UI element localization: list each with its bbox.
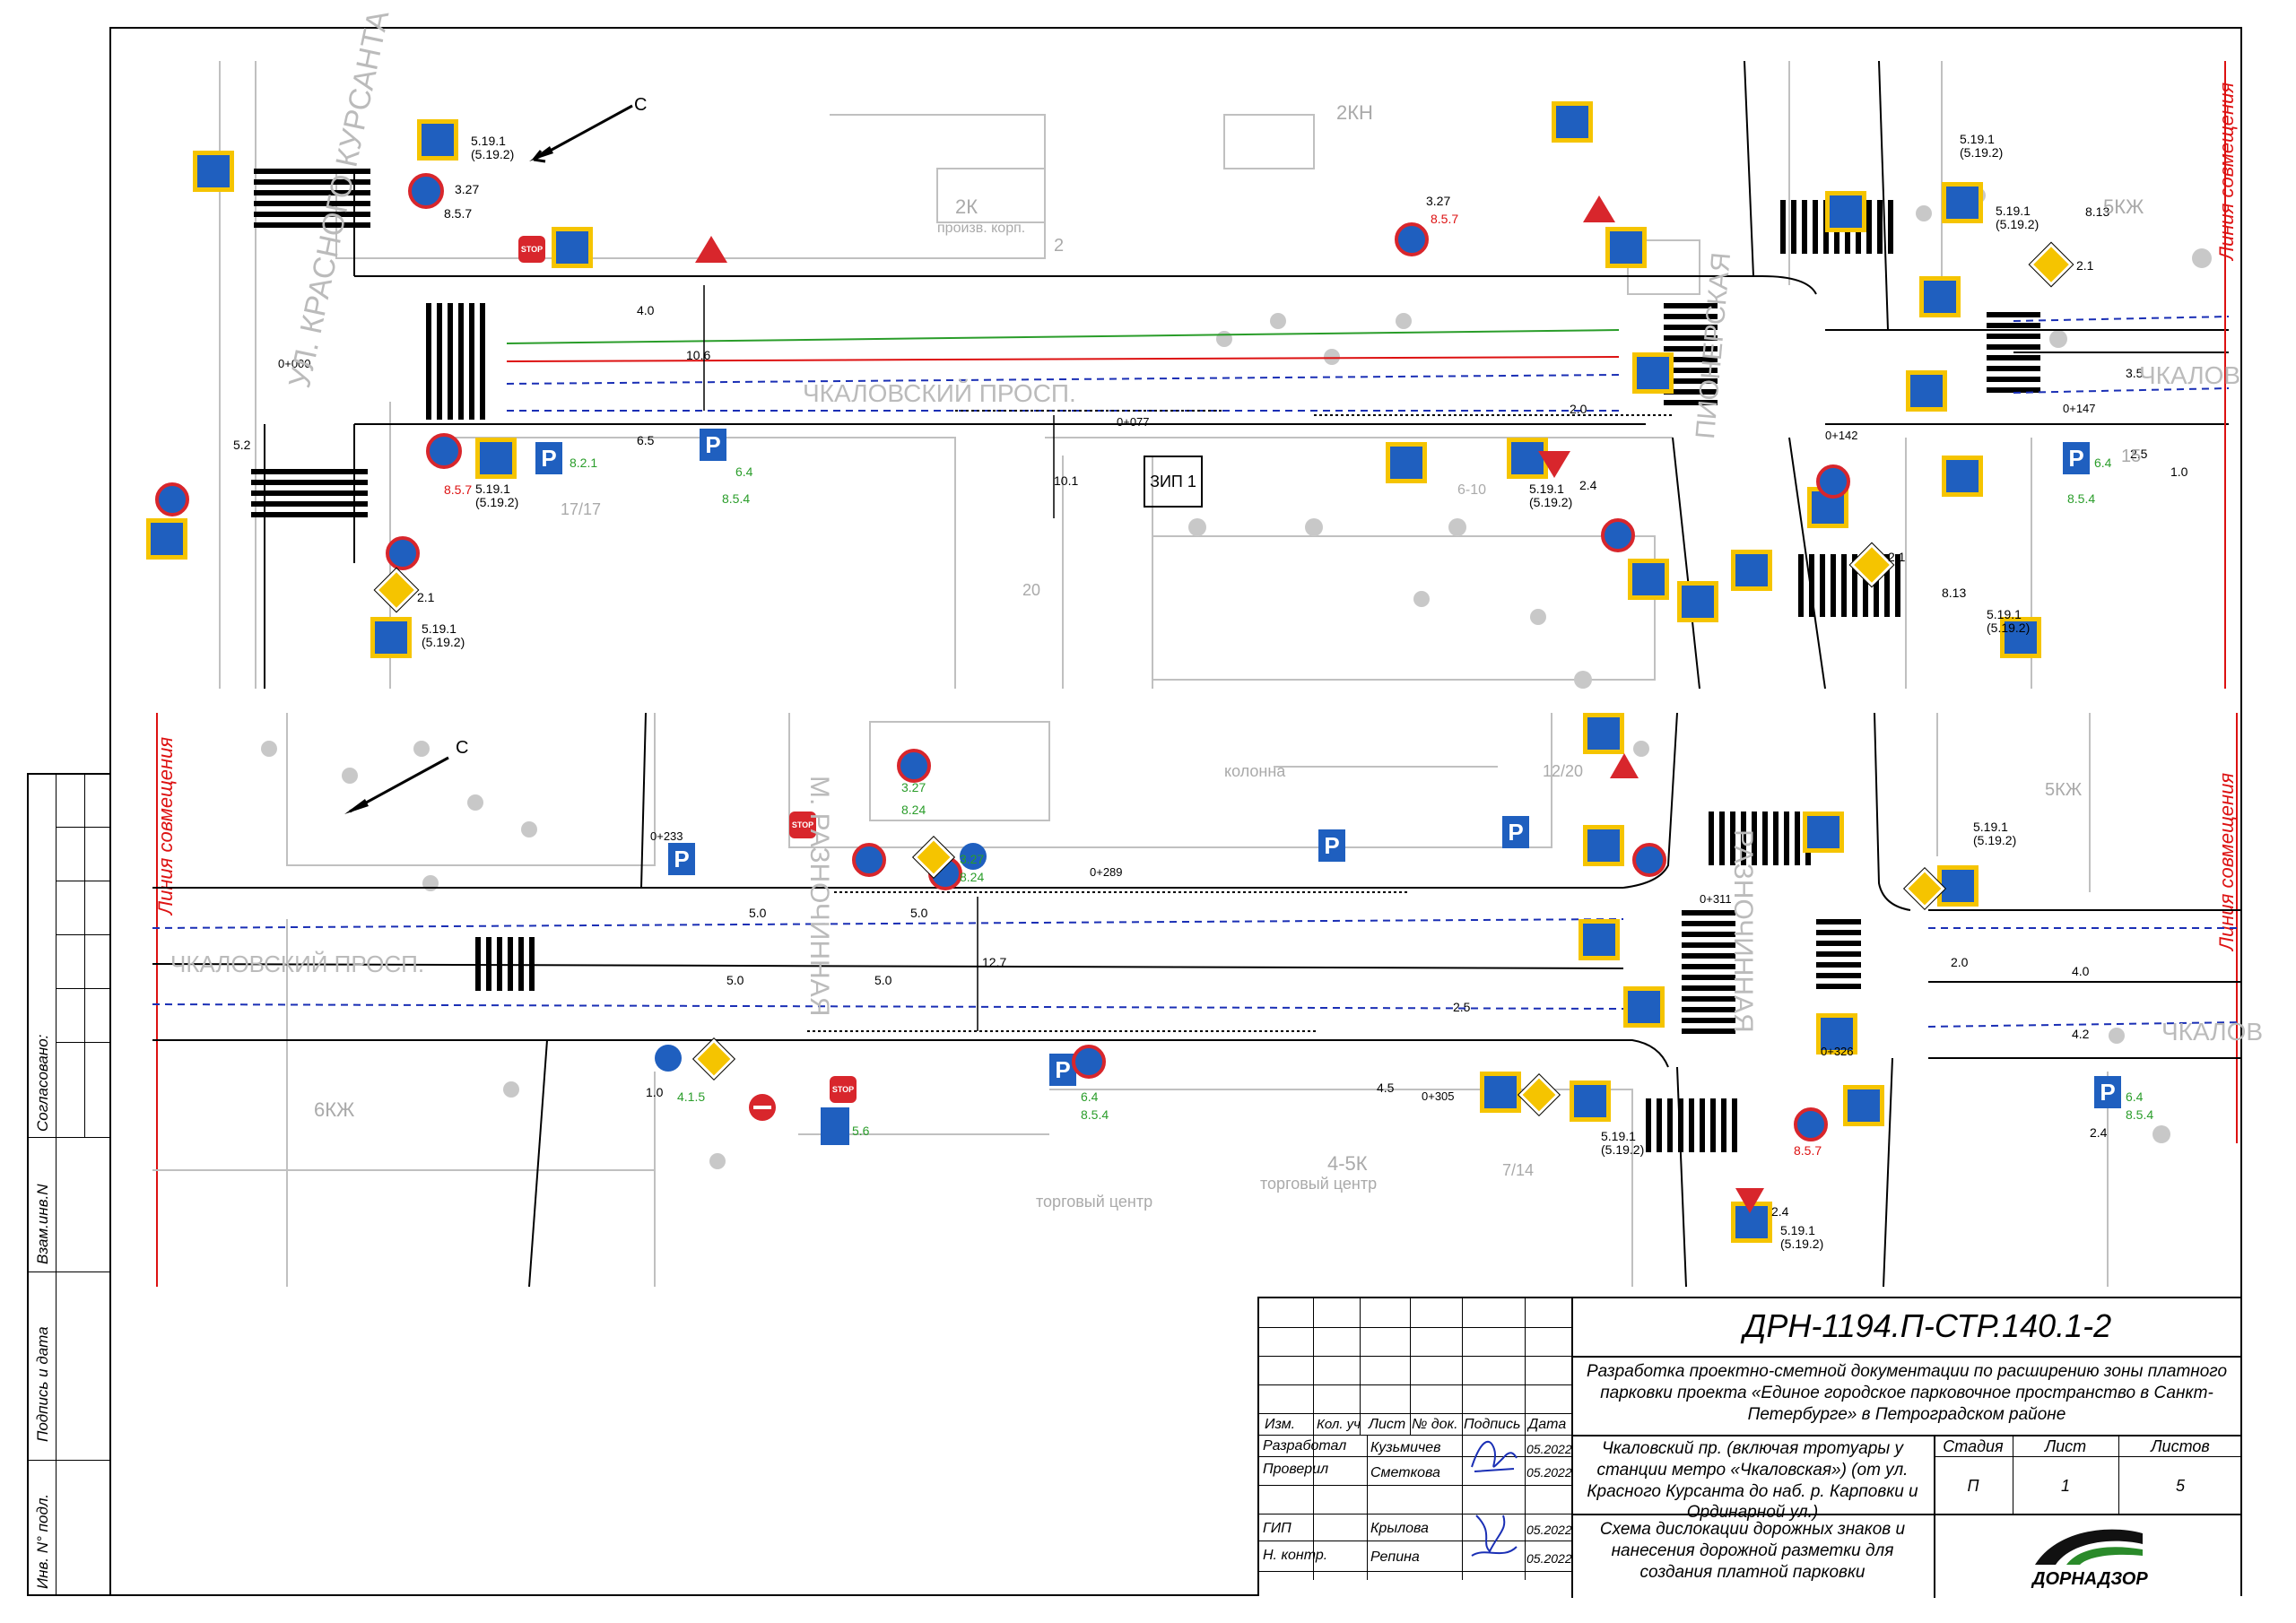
- tb-line: [1934, 1456, 2242, 1457]
- tb-role: Проверил: [1263, 1462, 1329, 1477]
- sheets-value: 5: [2175, 1477, 2185, 1495]
- company-logo-graphic: [2035, 1529, 2143, 1565]
- side-stamp-divider: [84, 773, 85, 1137]
- side-stamp-divider: [56, 827, 111, 828]
- tb-line: [1571, 1298, 1573, 1598]
- sheets-header: Листов: [2151, 1437, 2210, 1455]
- tb-role: Н. контр.: [1263, 1548, 1328, 1563]
- tb-line: [1259, 1356, 1571, 1357]
- tb-name: Репина: [1370, 1549, 1420, 1565]
- tb-line: [1259, 1514, 1571, 1515]
- combination-line-label: Линия совмещения: [2215, 82, 2238, 260]
- tb-line: [1525, 1298, 1526, 1580]
- stage-value: П: [1967, 1477, 1979, 1495]
- side-stamp-divider: [27, 1271, 111, 1272]
- signature: [1471, 1515, 1518, 1557]
- tb-line: [1313, 1298, 1314, 1580]
- tb-line: [1259, 1435, 1571, 1436]
- tb-line: [1360, 1298, 1361, 1435]
- side-stamp-divider: [27, 1460, 111, 1461]
- tb-line: [1259, 1571, 1571, 1572]
- object-description: Чкаловский пр. (включая тротуары у станц…: [1587, 1439, 1918, 1523]
- side-stamp-divider: [56, 773, 57, 1596]
- signature: [1471, 1440, 1518, 1472]
- company-logo-text: ДОРНАДЗОР: [2032, 1569, 2148, 1589]
- bottom-plan: P P P P P STOP STOP 3.27 8.24 3.27 8.24: [152, 713, 2263, 1287]
- tb-date: 05.2022: [1526, 1551, 1572, 1566]
- side-stamp-divider: [56, 1042, 111, 1043]
- side-stamp-box: [27, 773, 111, 1596]
- bottom-plan-drawing: [152, 713, 2242, 1287]
- tb-line: [1259, 1327, 1571, 1328]
- signature-date-label: Подпись и дата: [34, 1326, 51, 1442]
- tb-line: [1259, 1456, 1571, 1457]
- tb-col-header: Кол. уч: [1317, 1417, 1361, 1432]
- tb-line: [1410, 1298, 1411, 1435]
- project-description: Разработка проектно-сметной документации…: [1586, 1362, 2228, 1424]
- tb-col-header: Дата: [1528, 1417, 1567, 1432]
- sheet-value: 1: [2060, 1477, 2070, 1495]
- tb-line: [1367, 1435, 1368, 1580]
- tb-name: Кузьмичев: [1370, 1440, 1441, 1455]
- side-stamp-divider: [56, 934, 111, 935]
- title-block: Изм. Кол. уч Лист № док. Подпись Дата Ра…: [1257, 1297, 2242, 1598]
- tb-name: Сметкова: [1370, 1465, 1440, 1480]
- tb-date: 05.2022: [1526, 1442, 1572, 1456]
- tb-line: [1571, 1514, 2242, 1515]
- top-plan-drawing: [219, 61, 2229, 689]
- tb-col-header: Подпись: [1464, 1417, 1521, 1432]
- tb-line: [1259, 1485, 1571, 1486]
- tb-date: 05.2022: [1526, 1523, 1572, 1537]
- side-stamp-divider: [27, 1137, 111, 1138]
- inventory-number-label: Инв. N° подл.: [34, 1493, 51, 1589]
- tb-line: [1571, 1356, 2242, 1358]
- tb-col-header: Изм.: [1265, 1417, 1296, 1432]
- side-stamp-divider: [56, 988, 111, 989]
- tb-role: ГИП: [1263, 1521, 1292, 1536]
- tb-date: 05.2022: [1526, 1465, 1572, 1480]
- sheet-header: Лист: [2044, 1437, 2087, 1455]
- tb-line: [1259, 1384, 1571, 1385]
- tb-line: [2118, 1435, 2119, 1514]
- tb-line: [1259, 1413, 1571, 1414]
- tb-line: [1934, 1435, 1935, 1598]
- document-code: ДРН-1194.П-СТР.140.1-2: [1744, 1307, 2112, 1344]
- tb-name: Крылова: [1370, 1521, 1429, 1536]
- stage-header: Стадия: [1943, 1437, 2004, 1455]
- tb-col-header: Лист: [1369, 1417, 1406, 1432]
- tb-line: [1571, 1435, 2242, 1436]
- tb-role: Разработал: [1263, 1438, 1347, 1454]
- tb-col-header: № док.: [1412, 1417, 1458, 1432]
- agreed-label: Согласовано:: [34, 1034, 51, 1132]
- sheet-title: Схема дислокации дорожных знаков и нанес…: [1599, 1520, 1906, 1582]
- tb-line: [1462, 1298, 1463, 1580]
- top-plan: P P P STOP ЗИП 1 5.19.1(5.19.2) 3.27 8.5…: [146, 7, 2240, 689]
- replacement-inv-label: Взам.инв.N: [34, 1184, 51, 1264]
